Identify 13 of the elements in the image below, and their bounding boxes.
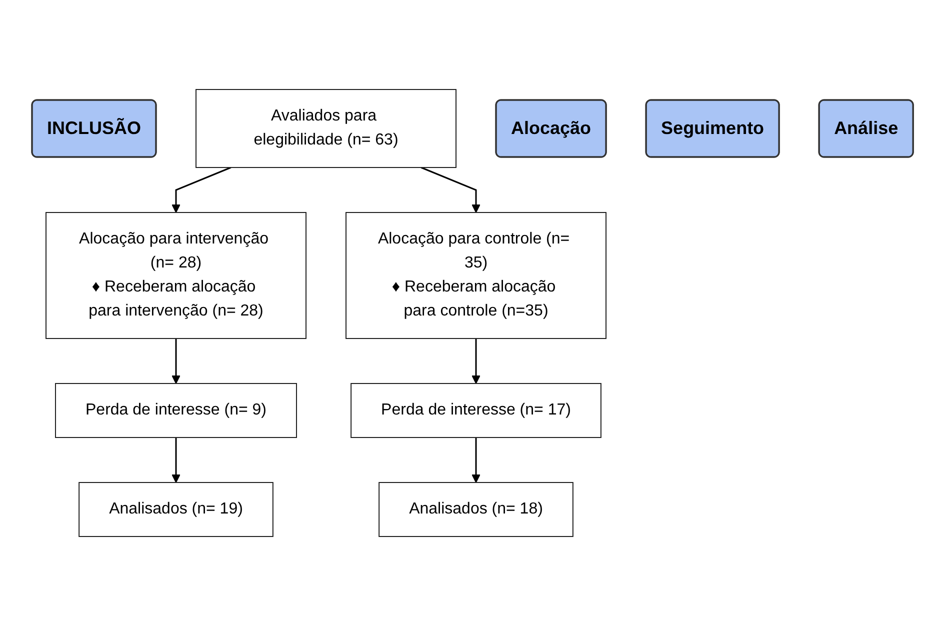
node-box: Alocação para controle (n= 35) ♦ Receberam alocação para controle (n=35) <box>346 212 607 339</box>
arrow <box>172 338 181 384</box>
arrow <box>472 438 481 483</box>
arrow <box>472 338 481 384</box>
node-box: Analisados (n= 18) <box>379 482 574 537</box>
arrow <box>421 166 481 213</box>
node-box: Analisados (n= 19) <box>79 482 274 537</box>
node-box: Alocação para intervenção (n= 28) ♦ Receberam alocação para intervenção (n= 28) <box>46 212 307 339</box>
node-box: Perda de interesse (n= 9) <box>55 383 298 438</box>
arrow <box>172 166 232 213</box>
node-box: Perda de interesse (n= 17) <box>351 383 602 438</box>
node-box: Avaliados para elegibilidade (n= 63) <box>196 89 457 168</box>
arrow <box>172 438 181 483</box>
